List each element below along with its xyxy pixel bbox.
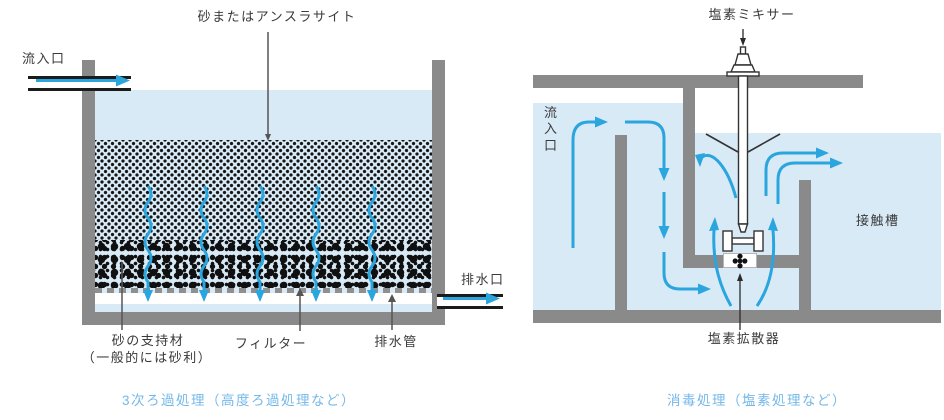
contact-tank-water: [695, 133, 941, 310]
support-label-line1: 砂の支持材: [111, 333, 185, 348]
chamber-left-wall: [683, 88, 695, 268]
filter-tank-left-wall: [82, 60, 95, 325]
inlet-pipe: [28, 76, 131, 91]
left-caption: 3次ろ過処理（高度ろ過処理など）: [121, 393, 357, 408]
diffuser-label: 塩素拡散器: [707, 331, 781, 346]
mixer-pointer: [740, 29, 746, 46]
filter-label: フィルター: [234, 336, 308, 351]
outlet-label: 排水口: [461, 272, 505, 287]
support-label-line2: （一般的には砂利）: [81, 350, 213, 365]
filter-tank-right-wall: [432, 60, 445, 325]
right-caption: 消毒処理（塩素処理など）: [667, 393, 847, 408]
chamber-ledge-right: [757, 255, 811, 268]
sand-layer: [95, 140, 432, 240]
tank-floor: [533, 310, 941, 323]
inlet-vertical-label: 流入口: [544, 105, 558, 153]
drain-pipe-label: 排水管: [374, 334, 418, 349]
tank-cover-bar: [533, 75, 863, 88]
media-top-label: 砂またはアンスラサイト: [197, 9, 357, 24]
gravel-layer: [95, 240, 432, 288]
diffuser-housing: [723, 253, 757, 268]
chamber-right-wall: [799, 180, 811, 310]
contact-tank-label: 接触槽: [856, 213, 900, 228]
underdrain-water: [95, 304, 432, 312]
filter-tank-bottom: [82, 312, 445, 325]
mixer-label: 塩素ミキサー: [708, 7, 796, 22]
inlet-label: 流入口: [22, 51, 66, 66]
outlet-pipe: [437, 294, 503, 309]
inflow-baffle-wall: [615, 135, 627, 310]
chamber-ledge-left: [683, 255, 723, 268]
